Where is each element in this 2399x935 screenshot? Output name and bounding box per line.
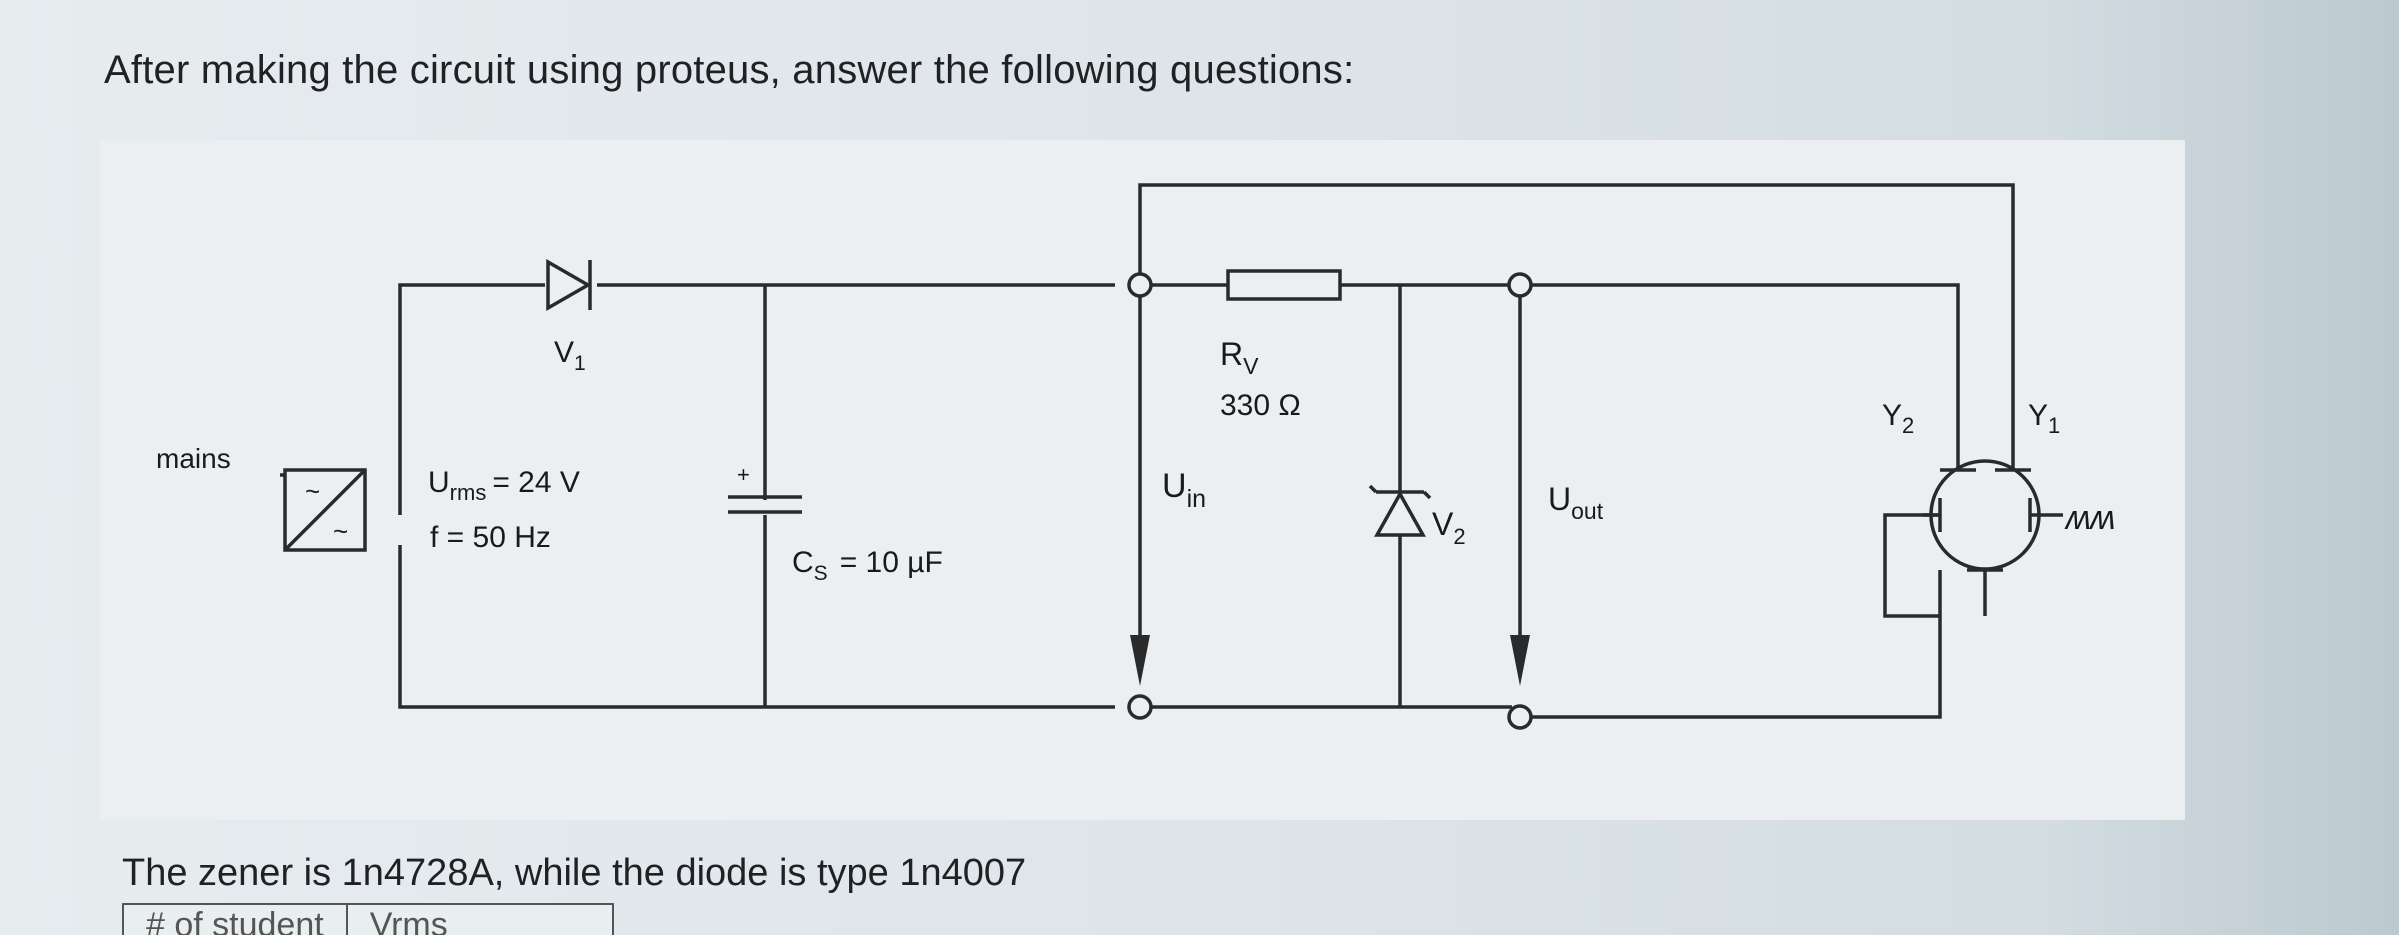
svg-text:CS= 10 µF: CS = 10 µF <box>792 546 943 585</box>
svg-text:V1: V1 <box>554 336 586 375</box>
terminal-icon <box>1127 272 1153 720</box>
uout-sub: out <box>1571 498 1604 524</box>
urms-value: = 24 V <box>492 466 580 499</box>
results-table: # of student Vrms <box>122 903 614 935</box>
uout-arrow-icon <box>1510 635 1530 686</box>
sweep-icon: ʍʍ <box>2064 499 2115 537</box>
circuit-diagram: ~ ~ mains V1 Urms= 24 V f = 50 Hz + <box>156 183 2115 730</box>
capacitor-label: C <box>792 546 814 579</box>
capacitor-icon <box>728 495 802 514</box>
resistor-icon <box>1226 269 1342 301</box>
uin-sub: in <box>1187 485 1206 513</box>
y2-label: Y <box>1882 399 1902 432</box>
diode-label: V <box>554 336 574 369</box>
ac-source-icon <box>283 468 367 552</box>
resistor-value: 330 Ω <box>1220 389 1301 422</box>
diode-icon <box>546 258 592 312</box>
capacitor-value: = 10 µF <box>840 546 943 579</box>
diode-label-sub: 1 <box>574 352 586 375</box>
table-header-student: # of student <box>124 905 348 935</box>
source-ac-symbol: ~ <box>305 476 320 506</box>
question-text: After making the circuit using proteus, … <box>104 48 1355 92</box>
svg-text:V2: V2 <box>1432 506 1466 549</box>
zener-label: V <box>1432 506 1454 542</box>
table-header-vrms: Vrms <box>369 906 448 935</box>
capacitor-plus: + <box>737 462 750 487</box>
zener-diode-icon <box>1368 484 1432 537</box>
wire-left-top <box>398 283 545 515</box>
wire-top-loop <box>1138 183 2015 390</box>
zener-sub: 2 <box>1453 524 1465 549</box>
wire-out-bottom <box>1528 570 1942 719</box>
output-terminal-bottom-icon <box>1507 704 1533 730</box>
component-note: The zener is 1n4728A, while the diode is… <box>122 852 1027 894</box>
capacitor-sub: S <box>814 562 828 585</box>
y1-sub: 1 <box>2048 413 2060 438</box>
y1-label: Y <box>2028 399 2048 432</box>
wire-left-bottom <box>398 545 1115 709</box>
oscilloscope-icon <box>1922 390 2041 616</box>
output-terminal-top-icon <box>1507 272 1533 298</box>
svg-text:Y2: Y2 <box>1882 399 1914 438</box>
svg-text:Y1: Y1 <box>2028 399 2060 438</box>
frequency-label: f = 50 Hz <box>430 521 551 554</box>
y2-sub: 2 <box>1902 413 1914 438</box>
svg-text:RV: RV <box>1220 336 1259 379</box>
uin-label: U <box>1162 467 1187 505</box>
wire-out-top <box>1528 283 1960 390</box>
mains-label: mains <box>156 443 231 474</box>
urms-label: U <box>428 466 450 499</box>
svg-text:Uin: Uin <box>1162 467 1206 513</box>
uout-label: U <box>1548 481 1571 517</box>
source-dc-symbol: ~ <box>333 516 348 546</box>
circuit-figure: ~ ~ mains V1 Urms= 24 V f = 50 Hz + <box>100 140 2185 820</box>
svg-text:Urms= 24 V: Urms= 24 V <box>428 466 580 505</box>
resistor-label: R <box>1220 336 1243 372</box>
wire-scope-left <box>1883 513 1940 618</box>
svg-text:Uout: Uout <box>1548 481 1604 524</box>
urms-sub: rms <box>450 480 487 505</box>
resistor-sub: V <box>1243 353 1259 379</box>
uin-arrow-icon <box>1130 635 1150 686</box>
